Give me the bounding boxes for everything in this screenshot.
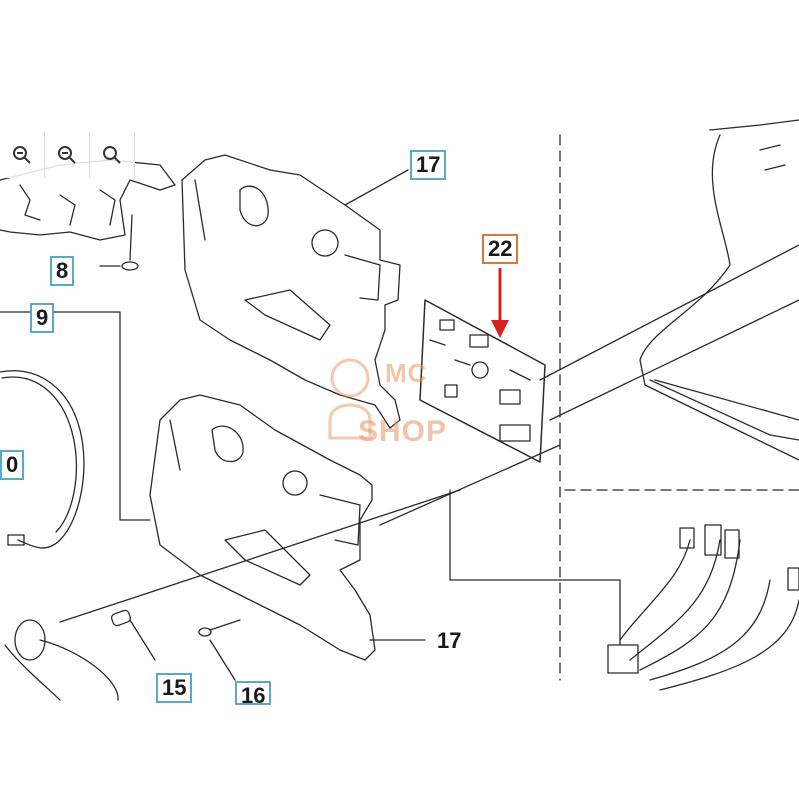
callout-15: 15: [156, 673, 193, 703]
zoom-icon: [58, 146, 76, 164]
cable-10: [0, 370, 85, 549]
grommet: [4, 619, 119, 701]
plug-15: [110, 609, 132, 627]
zoom-icon: [13, 146, 31, 164]
callout-9: 9: [30, 303, 55, 333]
cover-upper: [181, 154, 401, 429]
zoom-icon: [103, 146, 121, 164]
callout-16-partial: 16: [235, 681, 272, 705]
wire-harness: [607, 524, 799, 691]
zoom-toolbar: [0, 132, 136, 178]
pcb-board: [419, 299, 546, 463]
zoom-button[interactable]: [0, 132, 45, 178]
callout-17-bottom: 17: [437, 628, 462, 653]
red-arrow: [491, 268, 509, 338]
zoom-button[interactable]: [90, 132, 135, 178]
watermark-mascot: [328, 358, 372, 440]
watermark-line2: SHOP: [358, 415, 448, 448]
callout-8: 8: [50, 256, 75, 286]
frame-right: [639, 119, 799, 461]
callout-10-partial: 0: [0, 450, 25, 480]
screw-8: [121, 214, 139, 271]
callout-17-top: 17: [410, 150, 447, 180]
cover-lower: [149, 394, 376, 661]
zoom-button[interactable]: [45, 132, 90, 178]
screw-16: [198, 619, 241, 637]
watermark-line1: MC: [385, 358, 428, 388]
callout-22: 22: [482, 234, 519, 264]
